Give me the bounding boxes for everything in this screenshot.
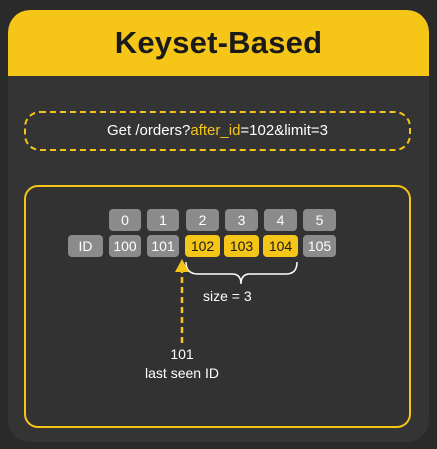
id-cell-104-selected: 104 bbox=[263, 235, 298, 257]
page-title: Keyset-Based bbox=[114, 25, 323, 60]
index-cell-5: 5 bbox=[303, 209, 336, 231]
last-seen-value: 101 bbox=[170, 346, 194, 362]
index-cell-4: 4 bbox=[264, 209, 297, 231]
id-cell-100: 100 bbox=[109, 235, 141, 257]
index-cell-1: 1 bbox=[147, 209, 179, 231]
id-cell-105: 105 bbox=[303, 235, 336, 257]
title-banner bbox=[8, 10, 429, 76]
size-brace bbox=[185, 261, 298, 285]
id-cell-101: 101 bbox=[147, 235, 179, 257]
index-cell-2: 2 bbox=[186, 209, 219, 231]
last-seen-arrowhead bbox=[175, 259, 189, 272]
size-label: size = 3 bbox=[203, 288, 252, 304]
index-cell-3: 3 bbox=[225, 209, 258, 231]
request-prefix: Get /orders? bbox=[107, 122, 191, 139]
last-seen-label: last seen ID bbox=[145, 365, 219, 381]
index-cell-0: 0 bbox=[109, 209, 141, 231]
request-url-box: Get /orders?after_id=102&limit=3 bbox=[24, 111, 411, 151]
id-cell-103-selected: 103 bbox=[224, 235, 259, 257]
request-suffix: =102&limit=3 bbox=[240, 122, 328, 139]
id-row-label: ID bbox=[68, 235, 103, 257]
id-cell-102-selected: 102 bbox=[185, 235, 220, 257]
request-param-highlight: after_id bbox=[190, 122, 241, 139]
